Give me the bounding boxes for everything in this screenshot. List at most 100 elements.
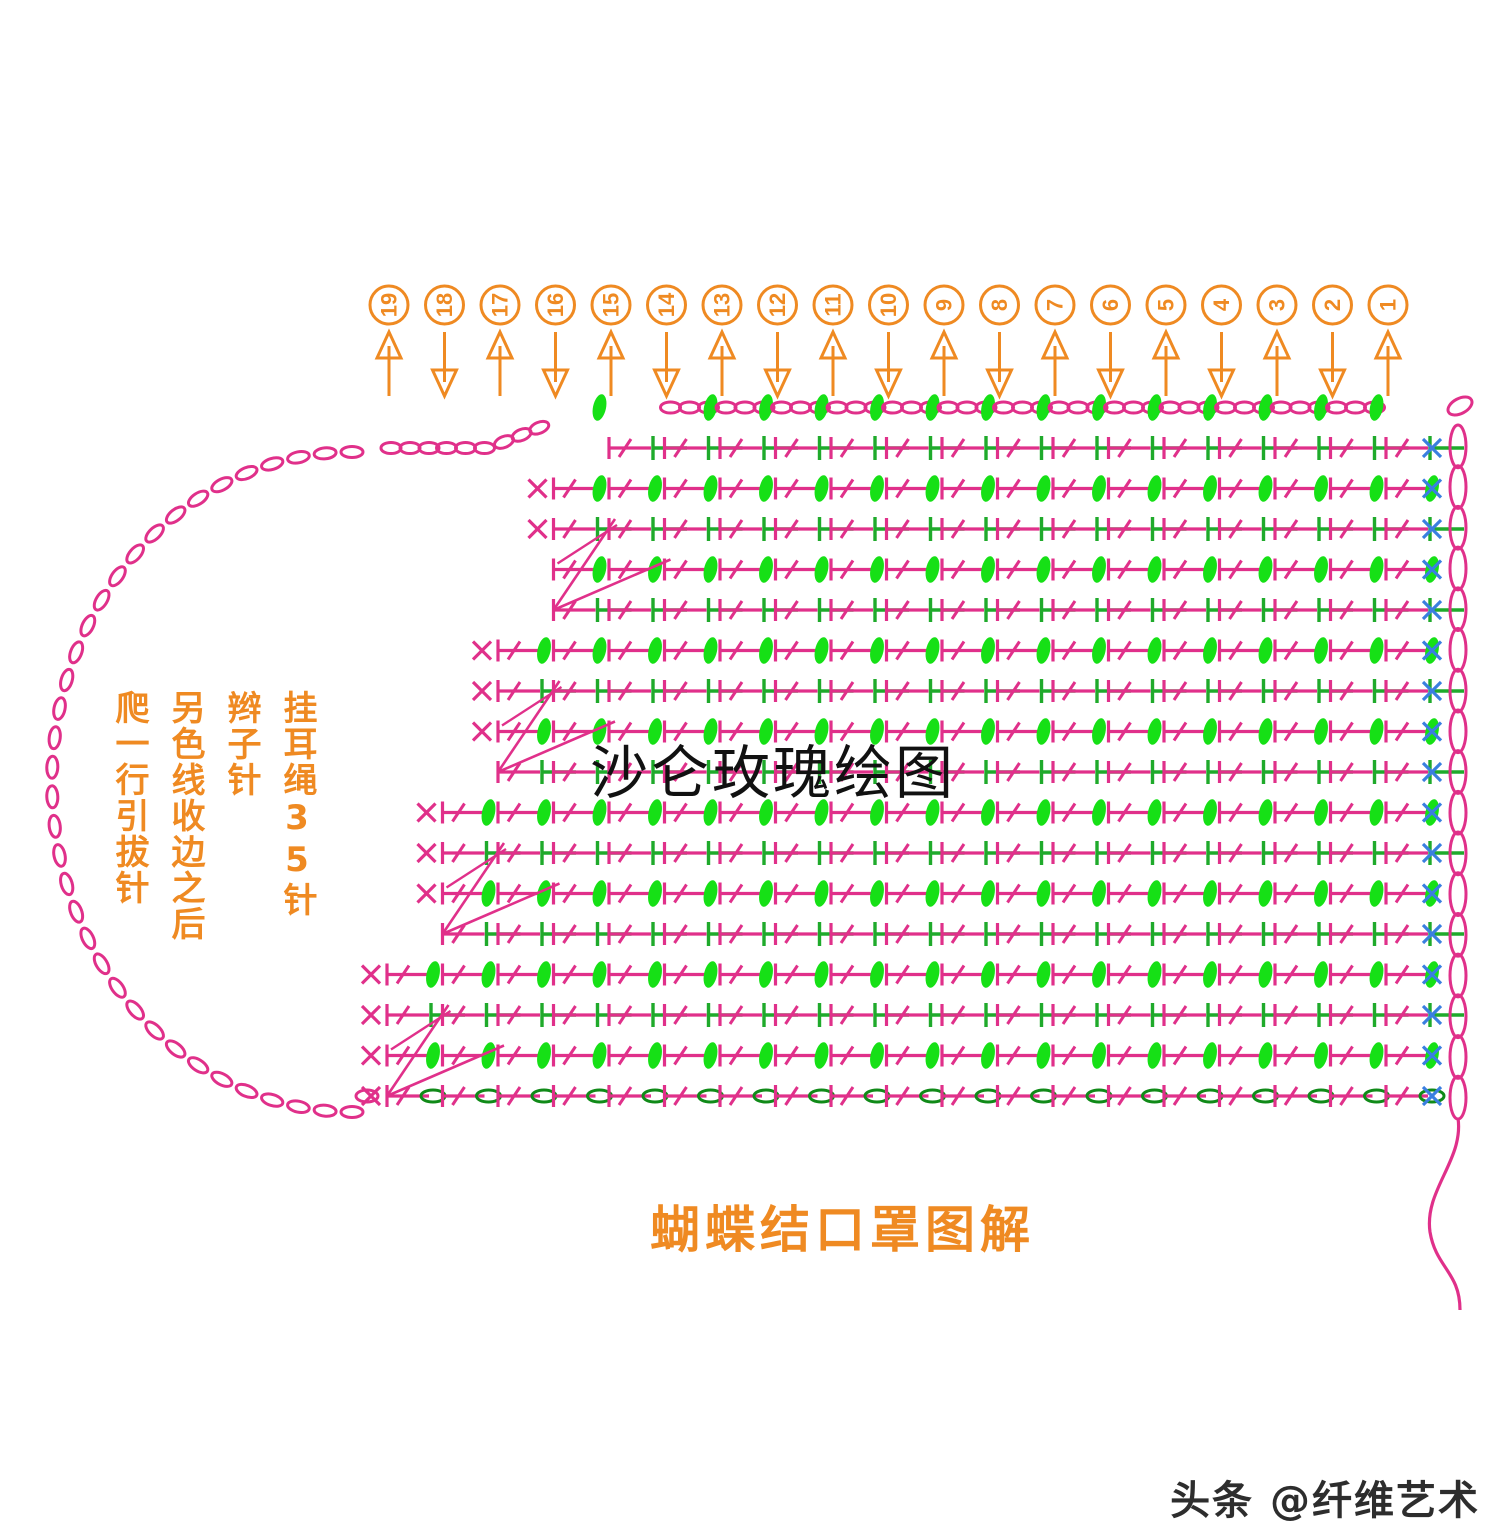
- left-edge-staircase: [354, 477, 549, 1107]
- ear-loop-link: [286, 1099, 311, 1115]
- stitch-row: [551, 596, 1466, 624]
- stitch-row: [551, 515, 1466, 543]
- ear-loop-link: [144, 1020, 165, 1041]
- ear-loop-link: [164, 1039, 187, 1059]
- chain-link: [1448, 423, 1468, 470]
- notes-block: 挂耳绳35针 辫子针 另色线收边之后 爬一行引拔针: [109, 690, 317, 942]
- note-line-2: 辫子针: [221, 690, 261, 798]
- row-marker-18: 18: [424, 284, 465, 398]
- svg-text:9: 9: [932, 299, 957, 311]
- ear-loop-link: [52, 696, 67, 721]
- svg-text:1: 1: [1376, 299, 1401, 311]
- ear-loop-link: [339, 1105, 365, 1119]
- ear-loop-layer: [45, 445, 365, 1119]
- chain-link: [1448, 789, 1468, 836]
- row-marker-19: 19: [368, 284, 410, 398]
- svg-text:5: 5: [1154, 299, 1179, 311]
- note-line-3: 另色线收边之后: [165, 690, 205, 942]
- svg-text:19: 19: [377, 293, 402, 317]
- svg-text:18: 18: [432, 293, 457, 317]
- svg-text:6: 6: [1098, 299, 1123, 311]
- ear-loop-link: [108, 565, 127, 588]
- svg-text:11: 11: [821, 293, 846, 316]
- ear-loop-link: [312, 446, 338, 461]
- stitch-row: [607, 434, 1466, 462]
- svg-text:4: 4: [1209, 298, 1234, 311]
- stitch-row: [551, 473, 1442, 504]
- yarn-tail-layer: [1427, 1117, 1462, 1311]
- row-marker-11: 11: [812, 284, 854, 398]
- svg-text:17: 17: [488, 293, 513, 317]
- chain-link: [1448, 667, 1468, 714]
- yarn-tail: [1427, 1117, 1462, 1311]
- ear-loop-link: [234, 1082, 259, 1100]
- row-marker-12: 12: [757, 284, 798, 398]
- ear-loop-link: [210, 476, 234, 494]
- right-edge-column: [1421, 395, 1474, 1121]
- chain-link: [1448, 749, 1468, 795]
- ear-loop-link: [45, 784, 60, 810]
- row-marker-10: 10: [868, 284, 909, 398]
- svg-text:10: 10: [876, 293, 901, 317]
- ear-loop-link: [68, 640, 85, 665]
- ear-loop-link: [125, 543, 145, 565]
- chain-link: [1448, 464, 1468, 510]
- slip-knot-oval: [1446, 395, 1474, 417]
- ear-loop-link: [79, 926, 97, 951]
- edge-layer: [354, 395, 1474, 1121]
- stitch-row: [440, 839, 1466, 867]
- stitch-row: [496, 677, 1466, 705]
- ear-loop-link: [59, 667, 75, 693]
- ear-loop-link: [92, 952, 111, 976]
- svg-text:14: 14: [654, 292, 679, 317]
- slanted-turning-chain: [491, 417, 553, 453]
- stitch-row: [440, 920, 1466, 948]
- svg-text:12: 12: [765, 293, 790, 317]
- chain-link: [1448, 871, 1468, 917]
- row-marker-5: 5: [1145, 284, 1187, 398]
- turning-chain-row: [379, 392, 1386, 455]
- stitch-row: [385, 1083, 1446, 1109]
- stitch-row: [440, 878, 1442, 909]
- note-line-4: 爬一行引拔针: [109, 690, 149, 906]
- row-marker-9: 9: [923, 284, 965, 398]
- ear-loop-link: [186, 489, 210, 508]
- ear-loop-link: [125, 999, 145, 1021]
- ear-loop-link: [186, 1056, 210, 1075]
- ear-loop-link: [312, 1103, 338, 1118]
- ear-loop-link: [260, 1092, 285, 1108]
- chain-link: [1448, 627, 1468, 673]
- chain-link: [1448, 993, 1468, 1040]
- svg-text:15: 15: [599, 293, 624, 317]
- ear-loop-link: [59, 871, 75, 897]
- ear-loop-link: [234, 464, 259, 482]
- row-marker-16: 16: [535, 284, 576, 398]
- row-marker-2: 2: [1312, 284, 1353, 398]
- row-marker-15: 15: [590, 284, 632, 398]
- stitch-row: [385, 1001, 1466, 1029]
- stitch-grid-layer: [379, 392, 1466, 1109]
- row-marker-7: 7: [1034, 284, 1076, 398]
- increase-diagonals: [385, 518, 672, 1098]
- stitch-row: [496, 635, 1442, 666]
- row-marker-6: 6: [1090, 284, 1131, 398]
- ear-loop-link: [52, 843, 67, 868]
- ear-loop-link: [164, 505, 187, 525]
- chain-link: [1448, 911, 1468, 958]
- footer-watermark: 头条 @纤维艺术: [1170, 1478, 1480, 1524]
- ear-loop-link: [260, 456, 285, 472]
- row-marker-8: 8: [979, 284, 1020, 398]
- chain-link: [1448, 586, 1468, 633]
- chain-link: [1448, 708, 1468, 755]
- chain-link: [1448, 952, 1468, 999]
- chain-link: [1448, 1034, 1468, 1080]
- svg-text:7: 7: [1043, 299, 1068, 311]
- svg-text:13: 13: [710, 293, 735, 317]
- chain-link: [1448, 504, 1468, 551]
- ear-loop-link: [47, 725, 62, 751]
- ear-loop-link: [79, 613, 97, 638]
- svg-text:16: 16: [543, 293, 568, 317]
